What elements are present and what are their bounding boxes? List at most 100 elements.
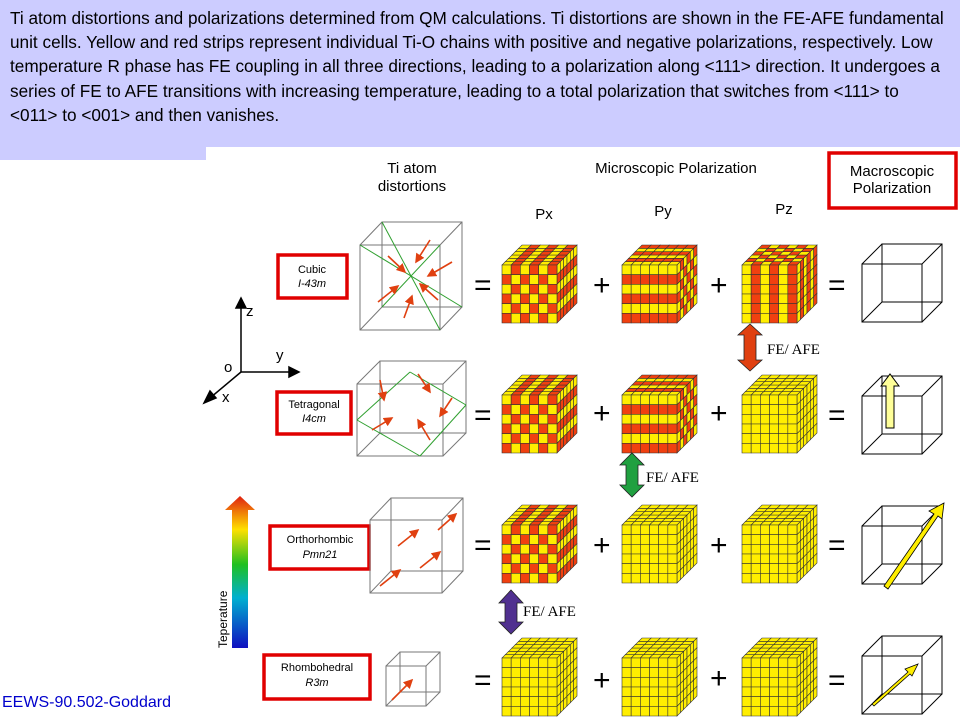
polarization-cube-front [741, 677, 752, 688]
polarization-cube-front [640, 423, 650, 434]
polarization-cube-front [529, 303, 539, 314]
polarization-cube-front [538, 274, 549, 285]
polarization-cube-front [658, 284, 669, 295]
polarization-cube-front [649, 423, 659, 434]
polarization-cube-front [787, 534, 798, 545]
polarization-cube-front [520, 696, 530, 707]
polarization-cube-front [741, 443, 752, 454]
polarization-cube-front [510, 534, 521, 545]
plus-sign: + [593, 397, 611, 430]
polarization-cube-front [510, 284, 521, 295]
polarization-cube-front [621, 544, 632, 555]
polarization-cube-front [538, 544, 549, 555]
phase-label-tetragonal: Tetragonal I4cm [275, 390, 353, 436]
polarization-cube-front [750, 293, 761, 304]
polarization-cube-front [510, 433, 521, 444]
polarization-cube-front [769, 553, 779, 564]
equals-sign: = [828, 529, 846, 562]
polarization-cube-front [621, 706, 632, 717]
polarization-cube-front [778, 433, 789, 444]
polarization-cube-front [640, 284, 650, 295]
polarization-cube-front [547, 293, 558, 304]
transition-label-2: FE/ AFE [646, 470, 699, 486]
polarization-cube-front [538, 284, 549, 295]
polarization-cube-front [741, 524, 752, 535]
polarization-cube-front [649, 573, 659, 584]
polarization-cube-side [573, 685, 578, 701]
polarization-cube-front [520, 303, 530, 314]
equals-sign: = [828, 664, 846, 697]
polarization-cube-front [510, 293, 521, 304]
polarization-cube-front [667, 264, 678, 275]
polarization-cube-front [510, 706, 521, 717]
polarization-cube-front [501, 303, 512, 314]
polarization-cube-front [510, 443, 521, 454]
macroscopic-cube-cubic [861, 243, 943, 323]
polarization-cube-front [649, 274, 659, 285]
polarization-cube-front [741, 313, 752, 324]
polarization-cube-front [621, 443, 632, 454]
polarization-cube-front [787, 274, 798, 285]
polarization-cube-front [640, 394, 650, 405]
polarization-cube-front [741, 563, 752, 574]
polarization-cube-front [547, 563, 558, 574]
polarization-cube-front [640, 414, 650, 425]
polarization-cube-front [787, 544, 798, 555]
polarization-cube-front [667, 544, 678, 555]
temperature-label: Teperature [216, 590, 230, 648]
polarization-cube-front [649, 433, 659, 444]
polarization-cube-front [667, 284, 678, 295]
polarization-cube-front [529, 264, 539, 275]
polarization-cube-front [621, 553, 632, 564]
polarization-cube-front [658, 686, 669, 697]
polarization-cube-front [621, 433, 632, 444]
polarization-cube-front [787, 573, 798, 584]
polarization-cube-front [778, 394, 789, 405]
polarization-cube-front [778, 404, 789, 415]
polarization-cube-front [621, 677, 632, 688]
polarization-cube-front [778, 313, 789, 324]
polarization-cube-front [769, 404, 779, 415]
polarization-cube-front [778, 274, 789, 285]
polarization-cube-front [778, 284, 789, 295]
polarization-cube-front [667, 667, 678, 678]
polarization-cube-front [520, 524, 530, 535]
transition-arrow-2 [619, 452, 645, 498]
polarization-cube-front [658, 264, 669, 275]
polarization-cube-front [547, 264, 558, 275]
polarization-cube-front [520, 284, 530, 295]
equals-sign: = [474, 664, 492, 697]
polarization-cube-front [787, 423, 798, 434]
polarization-arrow-111 [871, 663, 919, 707]
polarization-cube-front [501, 524, 512, 535]
polarization-cube-front [787, 293, 798, 304]
equals-sign: = [474, 399, 492, 432]
polarization-cube-front [510, 563, 521, 574]
polarization-cube-front [621, 423, 632, 434]
polarization-cube-front [630, 264, 641, 275]
polarization-cube-front [667, 414, 678, 425]
polarization-cube-front [658, 423, 669, 434]
polarization-cube-front [547, 667, 558, 678]
polarization-cube-front [760, 414, 770, 425]
polarization-cube-front [778, 686, 789, 697]
polarization-cube-front [787, 313, 798, 324]
polarization-cube-front [529, 677, 539, 688]
polarization-cube-front [621, 274, 632, 285]
polarization-cube-front [501, 657, 512, 668]
polarization-cube-front [510, 553, 521, 564]
polarization-cube-front [501, 264, 512, 275]
polarization-cube-front [741, 534, 752, 545]
polarization-cube-front [621, 313, 632, 324]
polarization-cube-front [529, 443, 539, 454]
polarization-cube-front [547, 313, 558, 324]
polarization-cube-front [630, 274, 641, 285]
polarization-cube-front [741, 573, 752, 584]
polarization-cube-front [667, 534, 678, 545]
polarization-cube-front [769, 313, 779, 324]
polarization-cube-front [529, 284, 539, 295]
polarization-cube-front [769, 534, 779, 545]
polarization-cube-front [667, 706, 678, 717]
polarization-cube-front [649, 313, 659, 324]
polarization-cube-front [658, 544, 669, 555]
